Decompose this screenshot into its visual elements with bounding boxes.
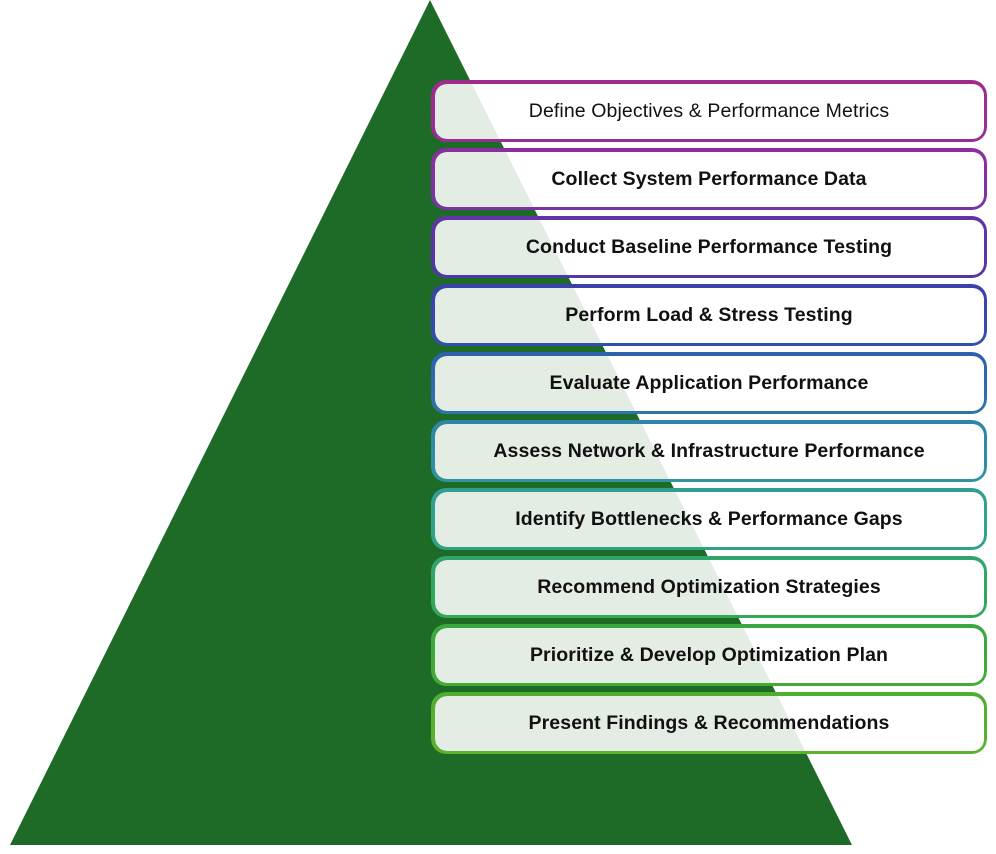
step-border — [431, 80, 987, 142]
step-box: Collect System Performance Data — [431, 148, 987, 210]
step-border — [431, 216, 987, 278]
step-label: Recommend Optimization Strategies — [537, 575, 881, 598]
step-label: Collect System Performance Data — [551, 167, 867, 190]
step-label: Define Objectives & Performance Metrics — [528, 99, 890, 122]
step-box: Identify Bottlenecks & Performance Gaps — [431, 488, 987, 550]
step-border — [431, 420, 987, 482]
step-border — [431, 692, 987, 754]
step-label: Identify Bottlenecks & Performance Gaps — [515, 507, 903, 530]
step-box: Assess Network & Infrastructure Performa… — [431, 420, 987, 482]
step-box: Recommend Optimization Strategies — [431, 556, 987, 618]
step-box: Present Findings & Recommendations — [431, 692, 987, 754]
step-border — [431, 148, 987, 210]
step-border — [431, 556, 987, 618]
step-border — [431, 488, 987, 550]
step-border — [431, 284, 987, 346]
step-label: Present Findings & Recommendations — [528, 711, 890, 734]
step-box: Define Objectives & Performance Metrics — [431, 80, 987, 142]
step-border — [431, 352, 987, 414]
step-box: Evaluate Application Performance — [431, 352, 987, 414]
step-border — [431, 624, 987, 686]
step-label: Perform Load & Stress Testing — [565, 303, 853, 326]
step-label: Evaluate Application Performance — [549, 371, 869, 394]
step-label: Prioritize & Develop Optimization Plan — [529, 643, 889, 666]
step-box: Perform Load & Stress Testing — [431, 284, 987, 346]
step-box: Conduct Baseline Performance Testing — [431, 216, 987, 278]
step-label: Assess Network & Infrastructure Performa… — [493, 439, 925, 462]
step-label: Conduct Baseline Performance Testing — [525, 235, 893, 258]
step-box: Prioritize & Develop Optimization Plan — [431, 624, 987, 686]
